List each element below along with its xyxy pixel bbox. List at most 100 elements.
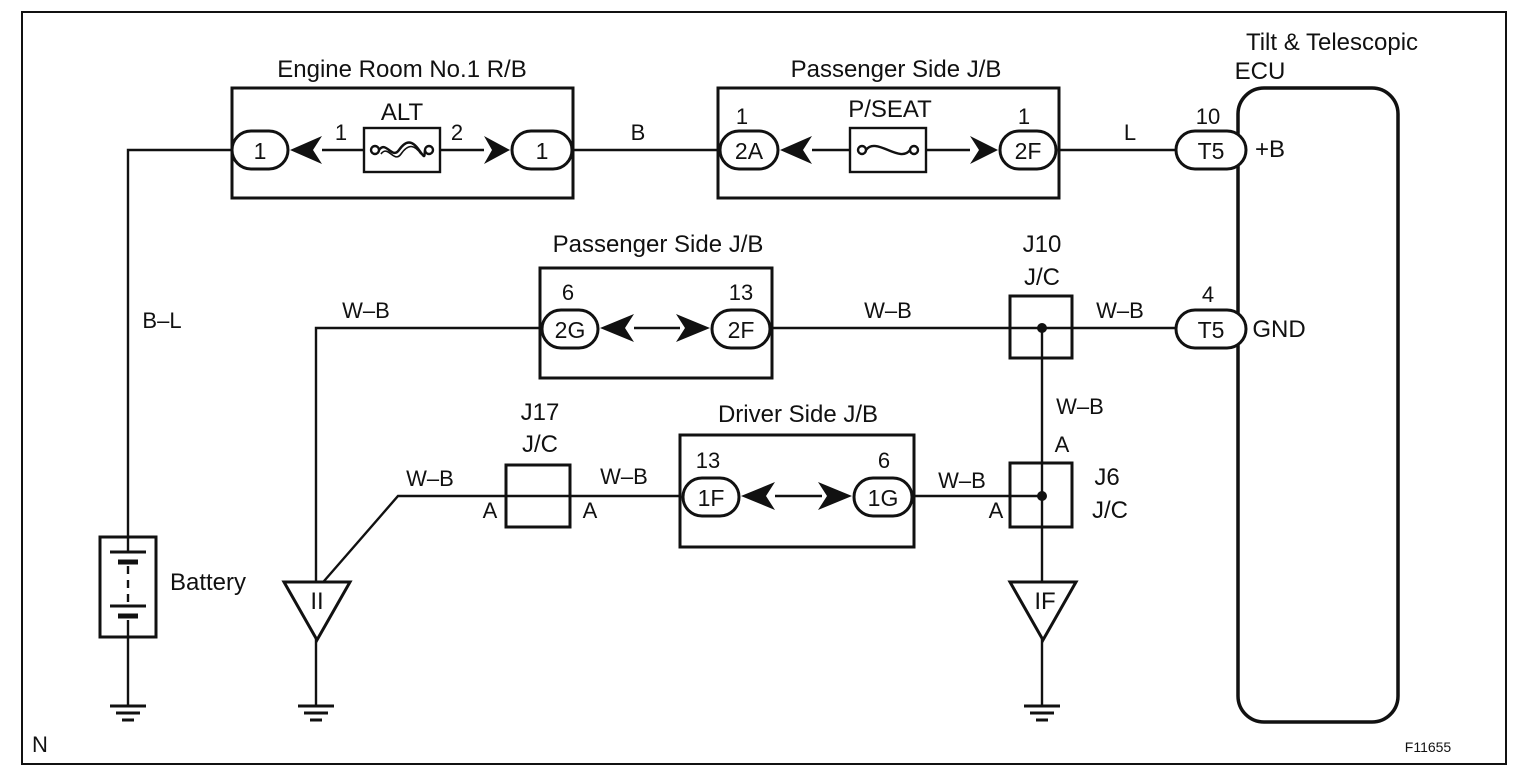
- wire-label-j10-to-j6: W–B: [1056, 394, 1104, 419]
- passenger-jb-mid-title: Passenger Side J/B: [553, 231, 764, 258]
- j17-pin-left: A: [483, 498, 498, 523]
- passenger-jb-mid-conn-left-label: 2G: [555, 317, 586, 343]
- ecu-pin-b-number: 10: [1196, 104, 1220, 129]
- driver-jb-conn-right-label: 1G: [868, 485, 899, 511]
- passenger-jb-top-conn-right: [998, 129, 1058, 171]
- wire-label-l: L: [1124, 120, 1136, 145]
- passenger-jb-mid-pin-left: 6: [562, 280, 574, 305]
- ecu-pin-b-name: +B: [1255, 136, 1285, 163]
- driver-jb-conn-right: [852, 476, 914, 518]
- ecu-pin-b-connector-label: T5: [1198, 138, 1225, 164]
- passenger-jb-top-conn-left: [718, 129, 780, 171]
- ecu-pin-gnd-number: 4: [1202, 282, 1214, 307]
- figure-id: F11655: [1405, 739, 1452, 755]
- ground-point-if-triangle: [1007, 580, 1079, 644]
- ecu-title-line1: Tilt & Telescopic: [1246, 29, 1418, 56]
- passenger-jb-top-pin-left: 1: [736, 104, 748, 129]
- ground-symbol-if: [1024, 704, 1060, 722]
- ecu-pin-b-connector: [1174, 129, 1248, 171]
- engine-room-conn-right: [510, 129, 574, 171]
- corner-letter: N: [32, 732, 48, 757]
- ecu-pin-gnd-connector-label: T5: [1198, 317, 1225, 343]
- engine-room-rb: Engine Room No.1 R/B 1 1 ALT 2 1: [230, 56, 575, 200]
- wire-label-b: B: [631, 120, 646, 145]
- ground-symbol-ii: [298, 704, 334, 722]
- ecu-pin-gnd-connector: [1174, 308, 1248, 350]
- driver-jb-conn-left-label: 1F: [698, 485, 725, 511]
- tilt-telescopic-ecu: Tilt & Telescopic ECU 10 T5 +B 4 T5 GND: [1174, 29, 1418, 724]
- passenger-jb-top-arrow-left: [780, 136, 812, 164]
- wire-label-driver-to-j6: W–B: [938, 468, 986, 493]
- driver-jb-title: Driver Side J/B: [718, 401, 878, 428]
- passenger-jb-mid-conn-right: [710, 308, 772, 350]
- engine-room-pin-left: 1: [335, 120, 347, 145]
- wire-label-j10-to-ecu: W–B: [1096, 298, 1144, 323]
- j6-junction-connector: A A J6 J/C: [989, 432, 1128, 529]
- wire-label-jb-to-j10: W–B: [864, 298, 912, 323]
- battery: Battery: [98, 535, 246, 639]
- battery-label: Battery: [170, 569, 246, 596]
- j10-type: J/C: [1024, 264, 1060, 291]
- ecu-title-line2: ECU: [1235, 58, 1286, 85]
- engine-room-conn-right-label: 1: [536, 138, 549, 164]
- ground-point-if-label: IF: [1034, 588, 1055, 615]
- alt-fuse-label: ALT: [381, 99, 424, 126]
- passenger-jb-top-title: Passenger Side J/B: [791, 56, 1002, 83]
- j6-pin-left: A: [989, 498, 1004, 523]
- engine-room-conn-left: [230, 129, 290, 171]
- engine-room-pin-right: 2: [451, 120, 463, 145]
- wire-label-j17-to-driver: W–B: [600, 464, 648, 489]
- engine-room-arrow-left: [290, 136, 322, 164]
- j6-name: J6: [1094, 464, 1119, 491]
- j17-junction-connector: J17 J/C A A: [483, 399, 598, 529]
- passenger-jb-mid: Passenger Side J/B 6 13 2G 2F: [538, 231, 774, 380]
- j6-junction-dot: [1037, 491, 1047, 501]
- driver-jb: Driver Side J/B 13 6 1F 1G: [678, 401, 916, 549]
- driver-jb-arrow-left: [741, 482, 775, 510]
- j6-pin-top: A: [1055, 432, 1070, 457]
- wire-labels: B–L B L W–B W–B W–B W–B W–B W–B W–B: [142, 120, 1143, 493]
- j17-pin-right: A: [583, 498, 598, 523]
- passenger-jb-top-arrow-right: [970, 136, 998, 164]
- driver-jb-arrow-right: [818, 482, 852, 510]
- wire-battery-bl: [126, 148, 232, 537]
- passenger-jb-mid-arrow-left: [600, 314, 634, 342]
- wire-ground-to-j17: [317, 494, 506, 589]
- engine-room-arrow-right: [484, 136, 510, 164]
- ground-point-ii: II: [281, 580, 353, 644]
- pseat-fuse-element: [865, 144, 911, 156]
- ground-point-if: IF: [1007, 580, 1079, 644]
- engine-room-rb-title: Engine Room No.1 R/B: [277, 56, 526, 83]
- passenger-jb-top-conn-left-label: 2A: [735, 138, 764, 164]
- wire-ground-left: [314, 326, 540, 590]
- ecu-box: [1236, 86, 1400, 724]
- j6-type: J/C: [1092, 497, 1128, 524]
- ground-point-ii-triangle: [281, 580, 353, 644]
- engine-room-conn-left-label: 1: [254, 138, 267, 164]
- j10-junction-dot: [1037, 323, 1047, 333]
- passenger-jb-mid-arrow-right: [676, 314, 710, 342]
- driver-jb-conn-left: [681, 476, 741, 518]
- pseat-fuse-label: P/SEAT: [848, 96, 932, 123]
- passenger-jb-top-pin-right: 1: [1018, 104, 1030, 129]
- passenger-jb-mid-pin-right: 13: [729, 280, 753, 305]
- j17-name: J17: [521, 399, 560, 426]
- j10-name: J10: [1023, 231, 1062, 258]
- alt-fusible-link-element: [378, 141, 427, 158]
- ground-point-ii-label: II: [310, 588, 323, 615]
- driver-jb-pin-left: 13: [696, 448, 720, 473]
- passenger-jb-mid-conn-left: [540, 308, 600, 350]
- alt-fuse-terminal-right: [423, 144, 435, 156]
- ecu-pin-gnd-name: GND: [1252, 316, 1305, 343]
- passenger-jb-mid-conn-right-label: 2F: [728, 317, 755, 343]
- driver-jb-pin-right: 6: [878, 448, 890, 473]
- passenger-jb-top-conn-right-label: 2F: [1015, 138, 1042, 164]
- j10-junction-connector: J10 J/C: [1008, 231, 1074, 360]
- ground-symbol-battery: [110, 704, 146, 722]
- j17-type: J/C: [522, 431, 558, 458]
- passenger-jb-top: Passenger Side J/B 1 2A P/SEAT 1 2F: [716, 56, 1061, 200]
- alt-fuse-terminal-left: [369, 144, 381, 156]
- wire-label-ground-left: W–B: [342, 298, 390, 323]
- wire-label-battery-bl: B–L: [142, 308, 181, 333]
